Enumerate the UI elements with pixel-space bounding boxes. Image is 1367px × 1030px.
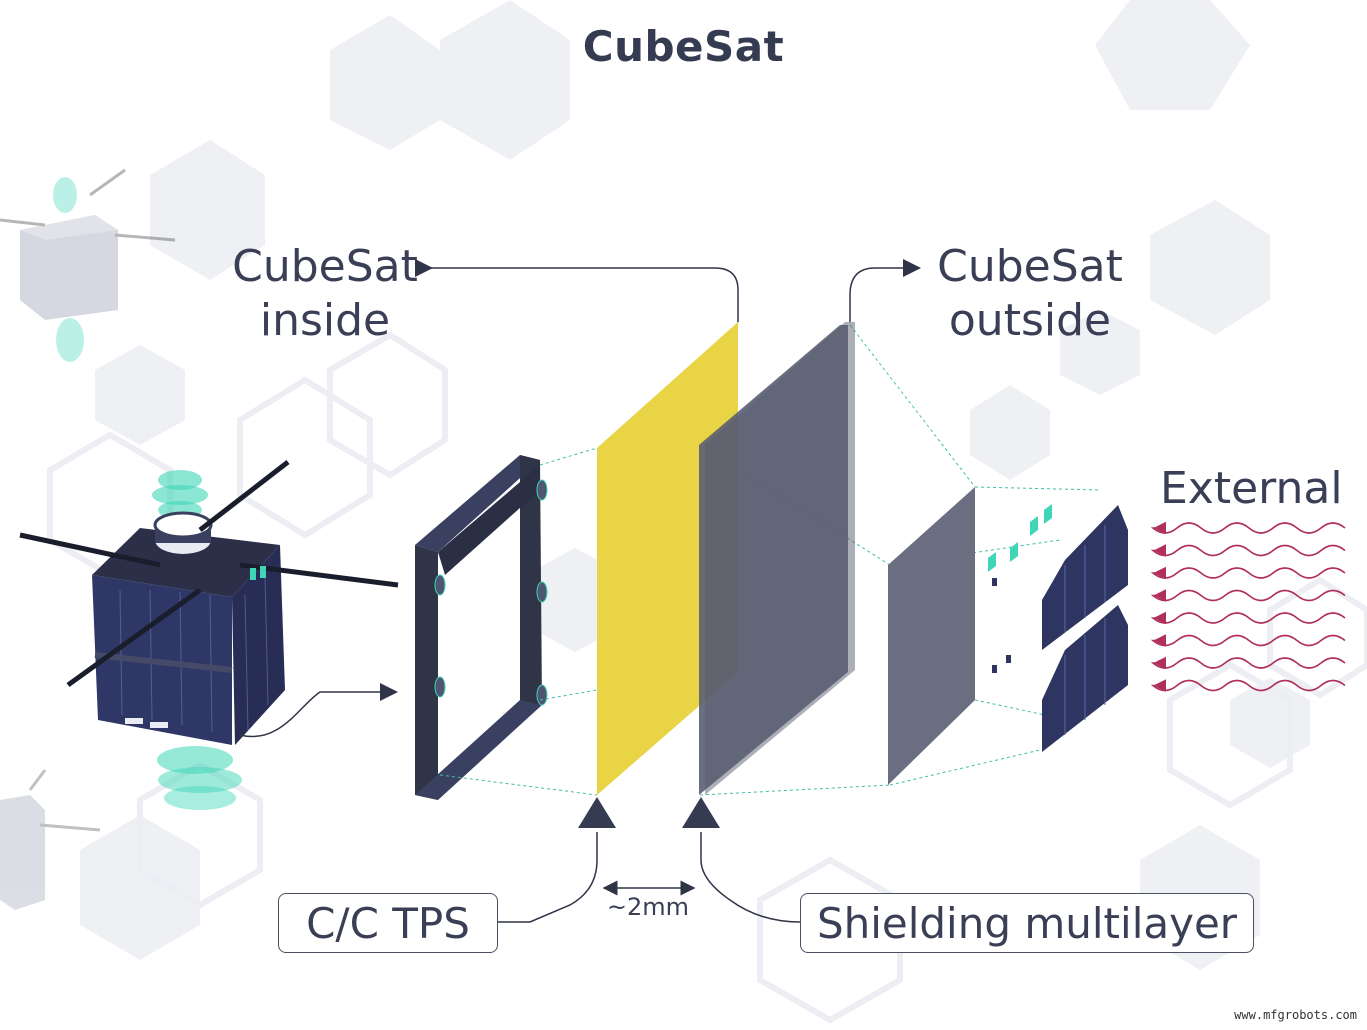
inside-pointer xyxy=(415,259,739,322)
radiation-wave xyxy=(1150,679,1346,692)
radiation-wave xyxy=(1150,656,1346,670)
radiation-waves xyxy=(1150,521,1346,692)
shielding-leader xyxy=(700,832,801,923)
label-inside-line1: CubeSat xyxy=(232,241,418,292)
faded-cubesat-top-left xyxy=(0,168,176,362)
outer-panel xyxy=(888,487,975,785)
label-outside-line2: outside xyxy=(948,295,1112,346)
faded-cubesat-bottom-left xyxy=(0,769,101,910)
watermark-credit: www.mfgrobots.com xyxy=(1234,1008,1357,1022)
outside-pointer xyxy=(849,259,921,322)
shielding-layer xyxy=(699,322,855,795)
label-inside-line2: inside xyxy=(259,295,391,346)
cubesat-to-frame-connector xyxy=(239,683,398,738)
page-title: CubeSat xyxy=(582,22,785,71)
label-cc-tps: C/C TPS xyxy=(278,893,498,953)
cubesat-illustration xyxy=(19,460,399,810)
radiation-wave xyxy=(1150,521,1346,535)
radiation-wave xyxy=(1150,634,1346,647)
label-outside-line1: CubeSat xyxy=(937,241,1123,292)
label-cubesat-outside: CubeSat outside xyxy=(925,240,1135,348)
tps-frame xyxy=(415,455,548,800)
tps-marker-triangle xyxy=(578,797,616,828)
label-cubesat-inside: CubeSat inside xyxy=(225,240,425,348)
radiation-wave xyxy=(1150,589,1346,602)
solar-panels xyxy=(1042,505,1128,752)
shield-marker-triangle xyxy=(682,797,720,828)
label-shielding-multilayer: Shielding multilayer xyxy=(800,893,1254,953)
radiation-wave xyxy=(1150,611,1346,625)
radiation-wave xyxy=(1150,544,1346,557)
label-external: External xyxy=(1160,463,1343,514)
radiation-wave xyxy=(1150,566,1346,580)
cc-tps-leader xyxy=(498,832,598,923)
label-gap: ~2mm xyxy=(606,893,690,921)
component-chips xyxy=(988,504,1052,673)
